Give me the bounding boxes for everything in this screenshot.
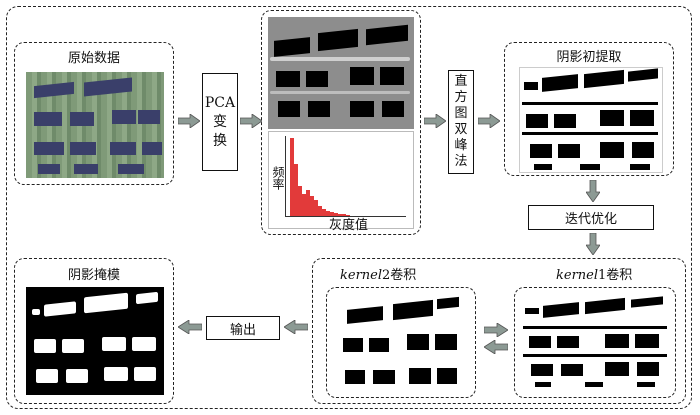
kernel2-title-rest: 2卷积: [382, 268, 417, 283]
initial-extraction-panel: 阴影初提取: [504, 42, 674, 176]
arrow-down-icon: [586, 233, 600, 255]
arrow-down-icon: [586, 180, 600, 202]
arrow-left-icon: [178, 320, 202, 334]
histogram-bimodal-box: 直 方 图 双 峰 法: [448, 70, 474, 174]
pca-label-3: 换: [213, 132, 227, 149]
histogram: 频率 灰度值: [268, 131, 414, 233]
pca-image: [268, 17, 414, 129]
output-box: 输出: [206, 316, 280, 340]
initial-extraction-image: [519, 67, 663, 173]
kernel2-title: kernel2卷积: [340, 264, 416, 283]
shadow-mask-image: [26, 287, 164, 395]
kernel1-image: [521, 294, 669, 391]
shadow-mask-panel: 阴影掩模: [14, 258, 174, 404]
iterative-optimization-label: 迭代优化: [564, 212, 617, 227]
method-char: 双: [454, 122, 468, 137]
output-label: 输出: [229, 322, 256, 338]
method-char: 方: [454, 90, 468, 105]
kernel-convolution-panel: [312, 258, 686, 404]
original-data-label: 原始数据: [67, 51, 120, 66]
shadow-mask-label: 阴影掩模: [67, 268, 120, 283]
kernel2-image: [333, 294, 469, 391]
histogram-ylabel: 频率: [271, 166, 285, 190]
pca-box: PCA 变 换: [202, 73, 238, 171]
kernel2-image-frame: [326, 287, 476, 398]
arrow-left-icon: [484, 340, 508, 354]
kernel1-title-rest: 1卷积: [598, 268, 633, 283]
original-data-panel: 原始数据: [14, 42, 174, 185]
histogram-plot: [285, 136, 406, 217]
initial-extraction-label: 阴影初提取: [556, 50, 622, 65]
pca-result-panel: 频率 灰度值: [261, 10, 421, 235]
kernel2-title-italic: kernel: [340, 268, 383, 283]
method-char: 法: [454, 154, 468, 169]
kernel1-title-italic: kernel: [556, 268, 599, 283]
arrow-right-icon: [240, 114, 262, 128]
histogram-xlabel: 灰度值: [329, 218, 369, 233]
arrow-right-icon: [478, 114, 500, 128]
arrow-right-icon: [178, 114, 200, 128]
method-char: 直: [454, 74, 468, 89]
iterative-optimization-box: 迭代优化: [528, 205, 654, 230]
method-char: 图: [454, 106, 468, 121]
outer-frame: [6, 6, 692, 409]
arrow-right-icon: [484, 323, 508, 337]
method-char: 峰: [454, 138, 468, 153]
pca-label-2: 变: [213, 113, 227, 130]
arrow-right-icon: [424, 114, 446, 128]
satellite-image: [26, 72, 164, 178]
pca-label-1: PCA: [204, 94, 236, 111]
kernel1-title: kernel1卷积: [556, 264, 632, 283]
kernel1-image-frame: [514, 287, 676, 398]
arrow-left-icon: [284, 320, 308, 334]
